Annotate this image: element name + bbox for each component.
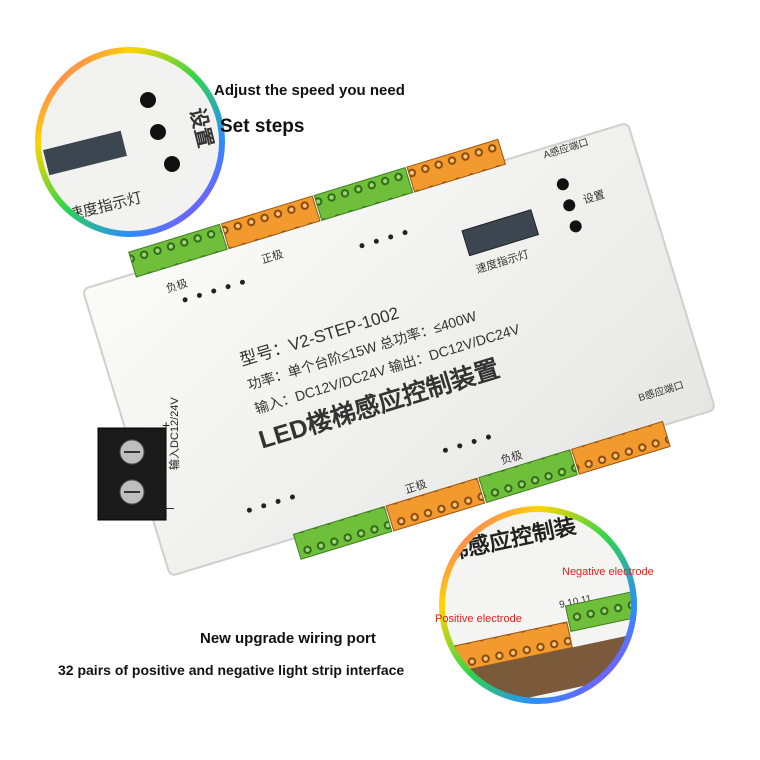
caption-new-port: New upgrade wiring port <box>200 630 376 647</box>
zoom-circle-top: 速度指示灯 设置 <box>35 47 225 237</box>
board-body: 型号：V2-STEP-1002 功率：单个台阶≤15W 总功率：≤400W 输入… <box>83 123 715 576</box>
zoom-circle-bottom: 梯感应控制装 9 10 11 <box>439 506 637 704</box>
caption-adjust-speed: Adjust the speed you need <box>214 82 405 99</box>
setting-label: 设置 <box>582 188 607 207</box>
minus-sign: — <box>160 499 174 515</box>
caption-set-steps: Set steps <box>220 116 305 137</box>
callout-negative-electrode: Negative electrode <box>562 566 654 578</box>
caption-pairs: 32 pairs of positive and negative light … <box>58 662 405 678</box>
power-input-terminal <box>97 427 167 521</box>
plus-sign: + <box>162 417 170 433</box>
callout-positive-electrode: Positive electrode <box>435 613 522 625</box>
input-voltage-label: 输入DC12/24V <box>167 397 181 470</box>
